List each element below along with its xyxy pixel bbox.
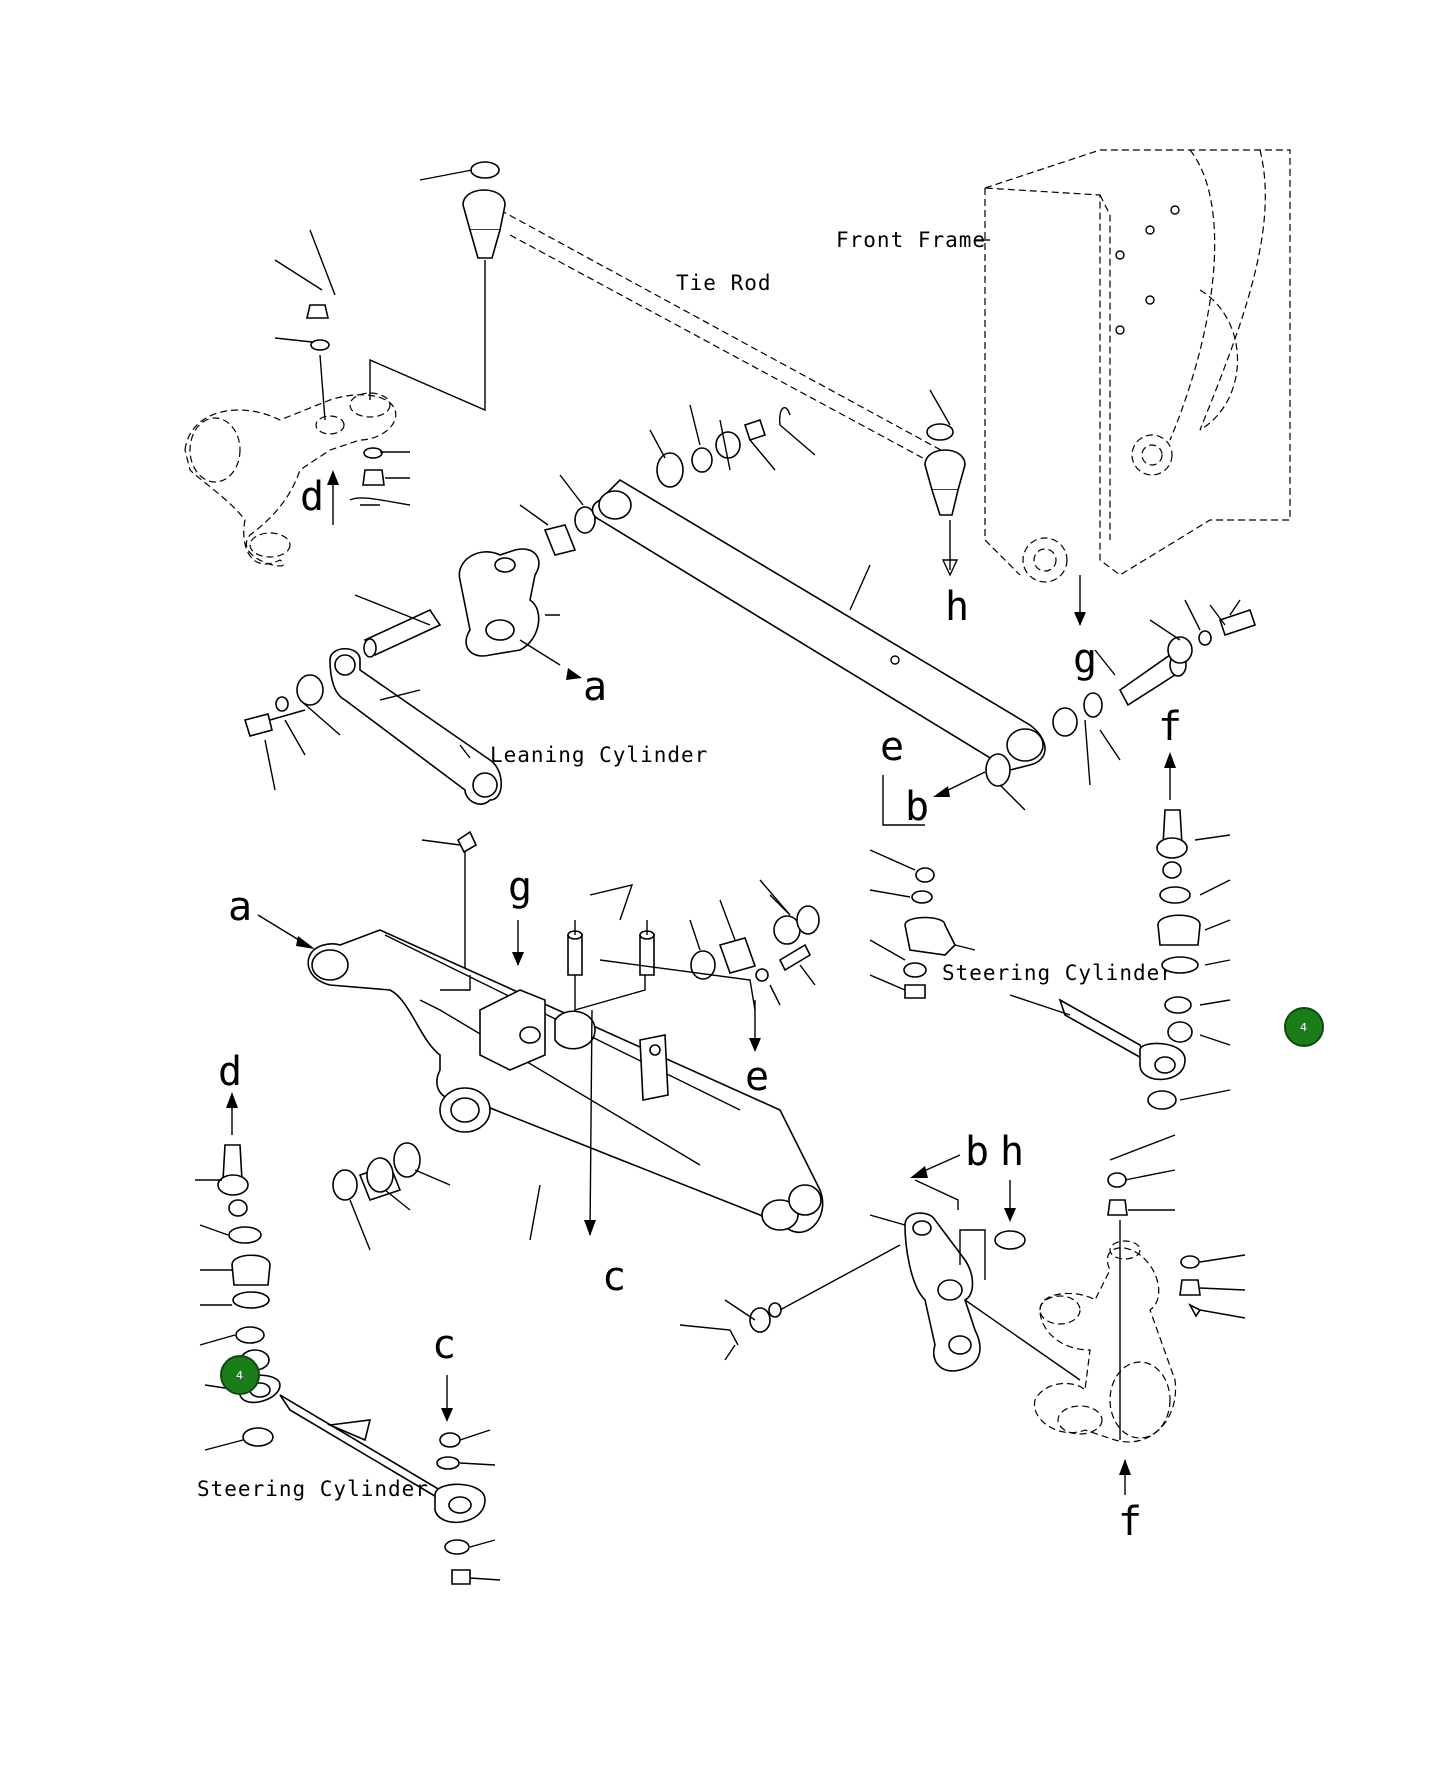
leaning-cylinder-label: Leaning Cylinder [490,743,708,767]
bushing-set-lower [332,1142,541,1251]
ref-letter-g-bottom: g [508,864,532,910]
steering-cylinder-left-label: Steering Cylinder [197,1477,429,1501]
ref-letter-e-top: e [880,724,904,770]
bracket-part [354,548,561,666]
ref-letter-b-bottom: b [965,1129,989,1175]
right-steering-cylinder-part [869,849,1186,1081]
front-frame-label: Front Frame [836,228,986,252]
tie-rod-label: Tie Rod [676,271,772,295]
left-steering-cylinder-part [279,1394,501,1585]
ref-letter-h-bottom: h [1000,1129,1024,1175]
ref-letter-c-bottom: c [432,1322,456,1368]
marker-right-label: 4 [1300,1021,1307,1034]
front-frame-part [984,149,1291,583]
ref-letter-e-mid: e [745,1054,769,1100]
ref-letter-f-top: f [1158,704,1182,750]
right-knuckle-part [1033,1134,1246,1443]
ref-letter-d-bottom: d [218,1049,242,1095]
ref-letter-h-top: h [945,584,969,630]
right-kingpin-stack [1147,809,1231,1110]
dowel-pins-part [567,879,820,1236]
ref-letter-d-top: d [300,474,324,520]
tie-rod-part [462,161,966,516]
center-link-part [591,478,1046,771]
marker-left-label: 4 [236,1369,243,1382]
marker-right[interactable]: 4 [1284,1007,1324,1047]
steering-cylinder-right-label: Steering Cylinder [942,961,1174,985]
ref-letter-a-bottom: a [228,884,252,930]
center-lower-arm-part [679,1212,1081,1381]
ref-letter-c-mid: c [602,1254,626,1300]
marker-left[interactable]: 4 [220,1355,260,1395]
left-kingpin-stack [195,1144,281,1451]
leaning-cylinder-part [243,647,503,805]
ref-letter-b-top: b [905,784,929,830]
ref-letter-g-top: g [1073,636,1097,682]
right-pin-part [985,599,1257,811]
rear-support-part [307,929,824,1233]
ref-letter-f-bottom: f [1118,1499,1142,1545]
ref-letter-a-top: a [583,664,607,710]
left-knuckle-part [184,229,411,567]
bushing-set-upper [519,404,816,556]
